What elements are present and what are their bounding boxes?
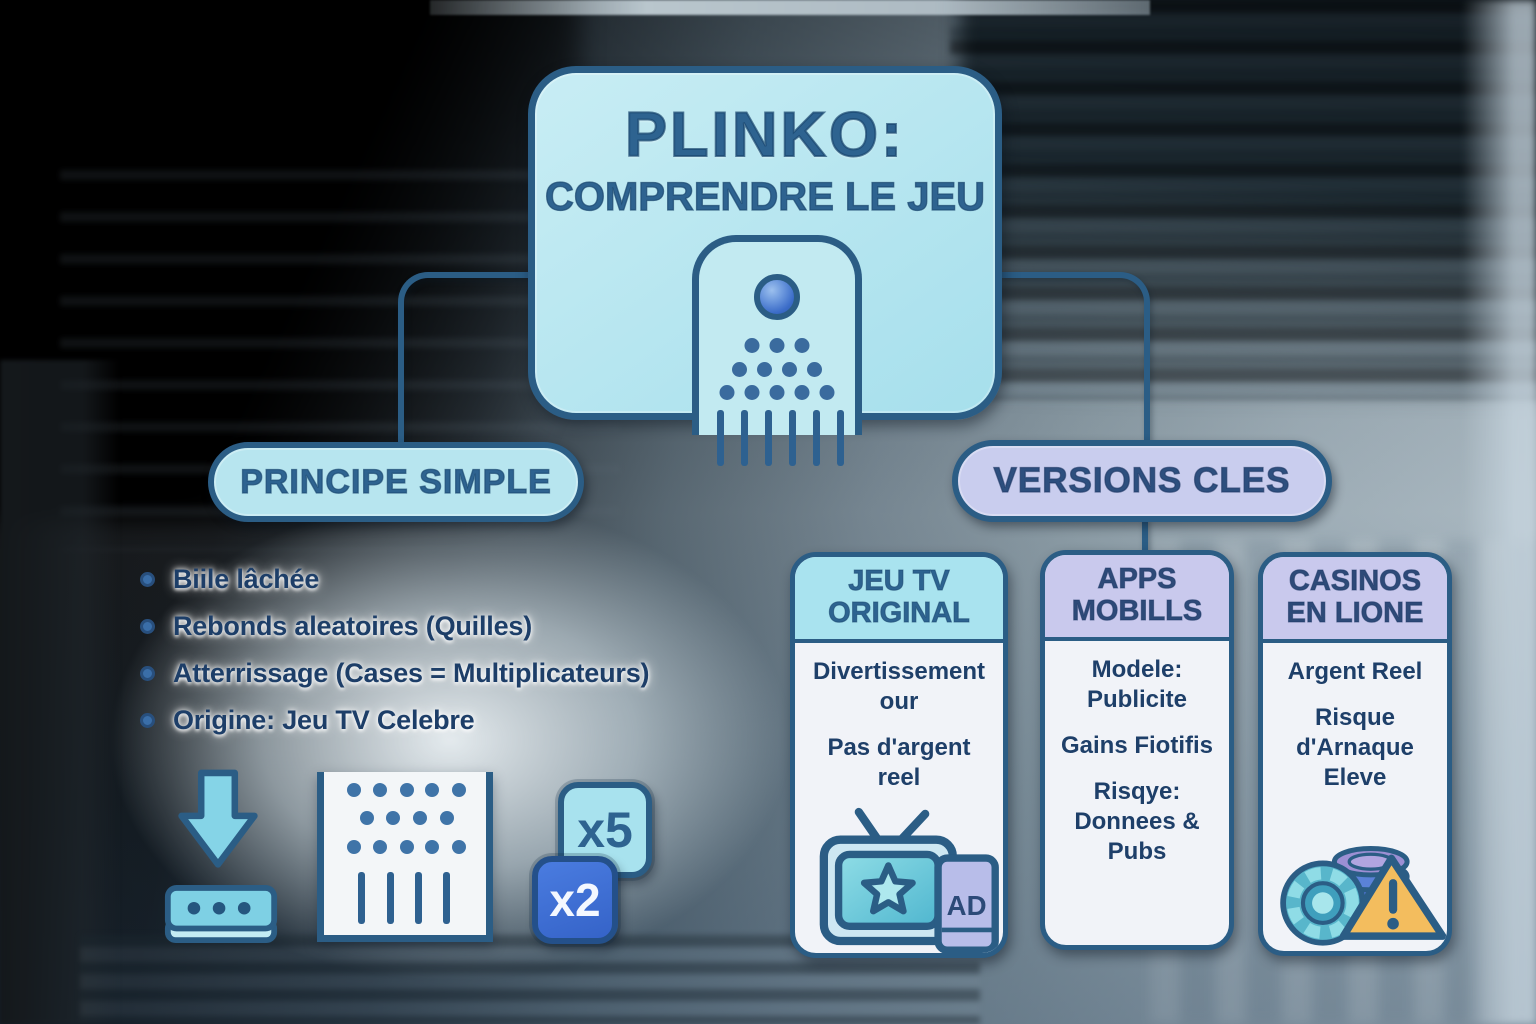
slot-divider — [717, 410, 724, 466]
peg-dot — [757, 362, 772, 377]
peg-dot — [347, 783, 361, 797]
peg-dot — [360, 811, 374, 825]
peg-dot — [744, 385, 760, 400]
peg-dot — [769, 338, 785, 353]
peg-board-icon — [317, 772, 493, 942]
list-item: Origine: Jeu TV Celebre — [140, 697, 649, 744]
multiplier-x5-label: x5 — [577, 802, 633, 858]
peg-dot — [413, 811, 427, 825]
peg-dot — [744, 338, 760, 353]
peg-dot — [452, 840, 466, 854]
peg-row — [732, 362, 822, 377]
card-text: Divertissement our — [812, 658, 986, 715]
slot-divider — [387, 872, 394, 924]
slot-divider — [415, 872, 422, 924]
peg-dot — [400, 783, 414, 797]
background-light-topstrip — [430, 0, 1150, 15]
multiplier-x2-label: x2 — [549, 874, 601, 926]
peg-dot — [347, 840, 361, 854]
peg-dot — [400, 840, 414, 854]
peg-row — [744, 338, 810, 353]
title-card: PLINKO: COMPRENDRE LE JEU — [528, 66, 1002, 466]
card-text: Modele: Publicite — [1086, 656, 1188, 713]
list-item: Biile lâchée — [140, 556, 649, 603]
title-line2: COMPRENDRE LE JEU — [544, 174, 986, 219]
peg-dot — [373, 840, 387, 854]
peg-dot — [440, 811, 454, 825]
slot-divider — [813, 410, 820, 466]
card-jeu-tv: JEU TV ORIGINAL Divertissement our Pas d… — [790, 552, 1008, 958]
card-apps-mobiles: APPS MOBILLS Modele: Publicite Gains Fio… — [1040, 550, 1234, 950]
branch-versions-label: VERSIONS CLES — [993, 460, 1291, 500]
peg-dot — [807, 362, 822, 377]
branch-principe-label: PRINCIPE SIMPLE — [240, 462, 552, 501]
connector-versions-to-cards — [1142, 518, 1148, 554]
slot-divider — [765, 410, 772, 466]
bullet-text: Biile lâchée — [173, 564, 320, 594]
slot-divider — [789, 410, 796, 466]
peg-row — [719, 385, 835, 400]
peg-dot — [425, 783, 439, 797]
peg-dot — [719, 385, 735, 400]
card-casinos-title: CASINOS EN LIONE — [1286, 565, 1424, 630]
card-casinos-header: CASINOS EN LIONE — [1263, 557, 1447, 643]
slot-tray-icon — [164, 885, 278, 944]
slot-divider — [741, 410, 748, 466]
drop-arrow-icon — [178, 769, 258, 868]
bullet-dot-icon — [140, 666, 155, 681]
branch-versions-pill: VERSIONS CLES — [952, 440, 1332, 522]
multiplier-x2-tile: x2 — [532, 856, 618, 944]
card-jeu-tv-title: JEU TV ORIGINAL — [828, 565, 971, 630]
peg-dot — [425, 840, 439, 854]
bullet-text: Origine: Jeu TV Celebre — [173, 705, 475, 735]
slot-divider — [443, 872, 450, 924]
tv-ad-icon: AD — [819, 807, 999, 953]
card-text: Pas d'argent reel — [827, 734, 971, 791]
bullet-text: Rebonds aleatoires (Quilles) — [173, 611, 532, 641]
peg-dot — [782, 362, 797, 377]
plinko-board-icon — [692, 235, 862, 466]
connector-title-to-principe — [398, 272, 532, 448]
card-casinos-body: Argent Reel Risque d'Arnaque Eleve — [1263, 643, 1447, 793]
background-light-rightedge — [1462, 0, 1536, 1024]
card-apps-header: APPS MOBILLS — [1045, 555, 1229, 641]
branch-principe-pill: PRINCIPE SIMPLE — [208, 442, 584, 522]
peg-dot — [819, 385, 835, 400]
peg-dot — [452, 783, 466, 797]
slot-divider — [837, 410, 844, 466]
bullet-dot-icon — [140, 572, 155, 587]
card-jeu-tv-body: Divertissement our Pas d'argent reel — [795, 643, 1003, 793]
peg-dot — [373, 783, 387, 797]
slot-divider — [358, 872, 365, 924]
card-text: Risqye: Donnees & Pubs — [1074, 778, 1200, 865]
peg-dot — [769, 385, 785, 400]
casino-chips-warning-icon — [1280, 846, 1447, 946]
peg-dot — [794, 338, 810, 353]
list-item: Rebonds aleatoires (Quilles) — [140, 603, 649, 650]
card-text: Gains Fiotifis — [1060, 732, 1213, 759]
principles-list: Biile lâchée Rebonds aleatoires (Quilles… — [140, 556, 650, 744]
card-text: Risque d'Arnaque Eleve — [1296, 704, 1414, 791]
bullet-text: Atterrissage (Cases = Multiplicateurs) — [173, 658, 650, 688]
bullet-dot-icon — [140, 713, 155, 728]
card-casinos: CASINOS EN LIONE Argent Reel Risque d'Ar… — [1258, 552, 1452, 956]
peg-dot — [386, 811, 400, 825]
ad-label: AD — [947, 890, 987, 921]
background-dark-leftcolumn — [0, 360, 120, 1024]
peg-dot — [732, 362, 747, 377]
title-line1: PLINKO: — [624, 99, 905, 171]
plinko-ball-icon — [754, 274, 800, 320]
card-apps-body: Modele: Publicite Gains Fiotifis Risqye:… — [1045, 641, 1229, 867]
peg-dot — [794, 385, 810, 400]
bullet-dot-icon — [140, 619, 155, 634]
card-apps-title: APPS MOBILLS — [1071, 563, 1203, 628]
list-item: Atterrissage (Cases = Multiplicateurs) — [140, 650, 650, 697]
card-text: Argent Reel — [1287, 658, 1423, 685]
card-jeu-tv-header: JEU TV ORIGINAL — [795, 557, 1003, 643]
connector-title-to-versions — [1000, 272, 1150, 446]
